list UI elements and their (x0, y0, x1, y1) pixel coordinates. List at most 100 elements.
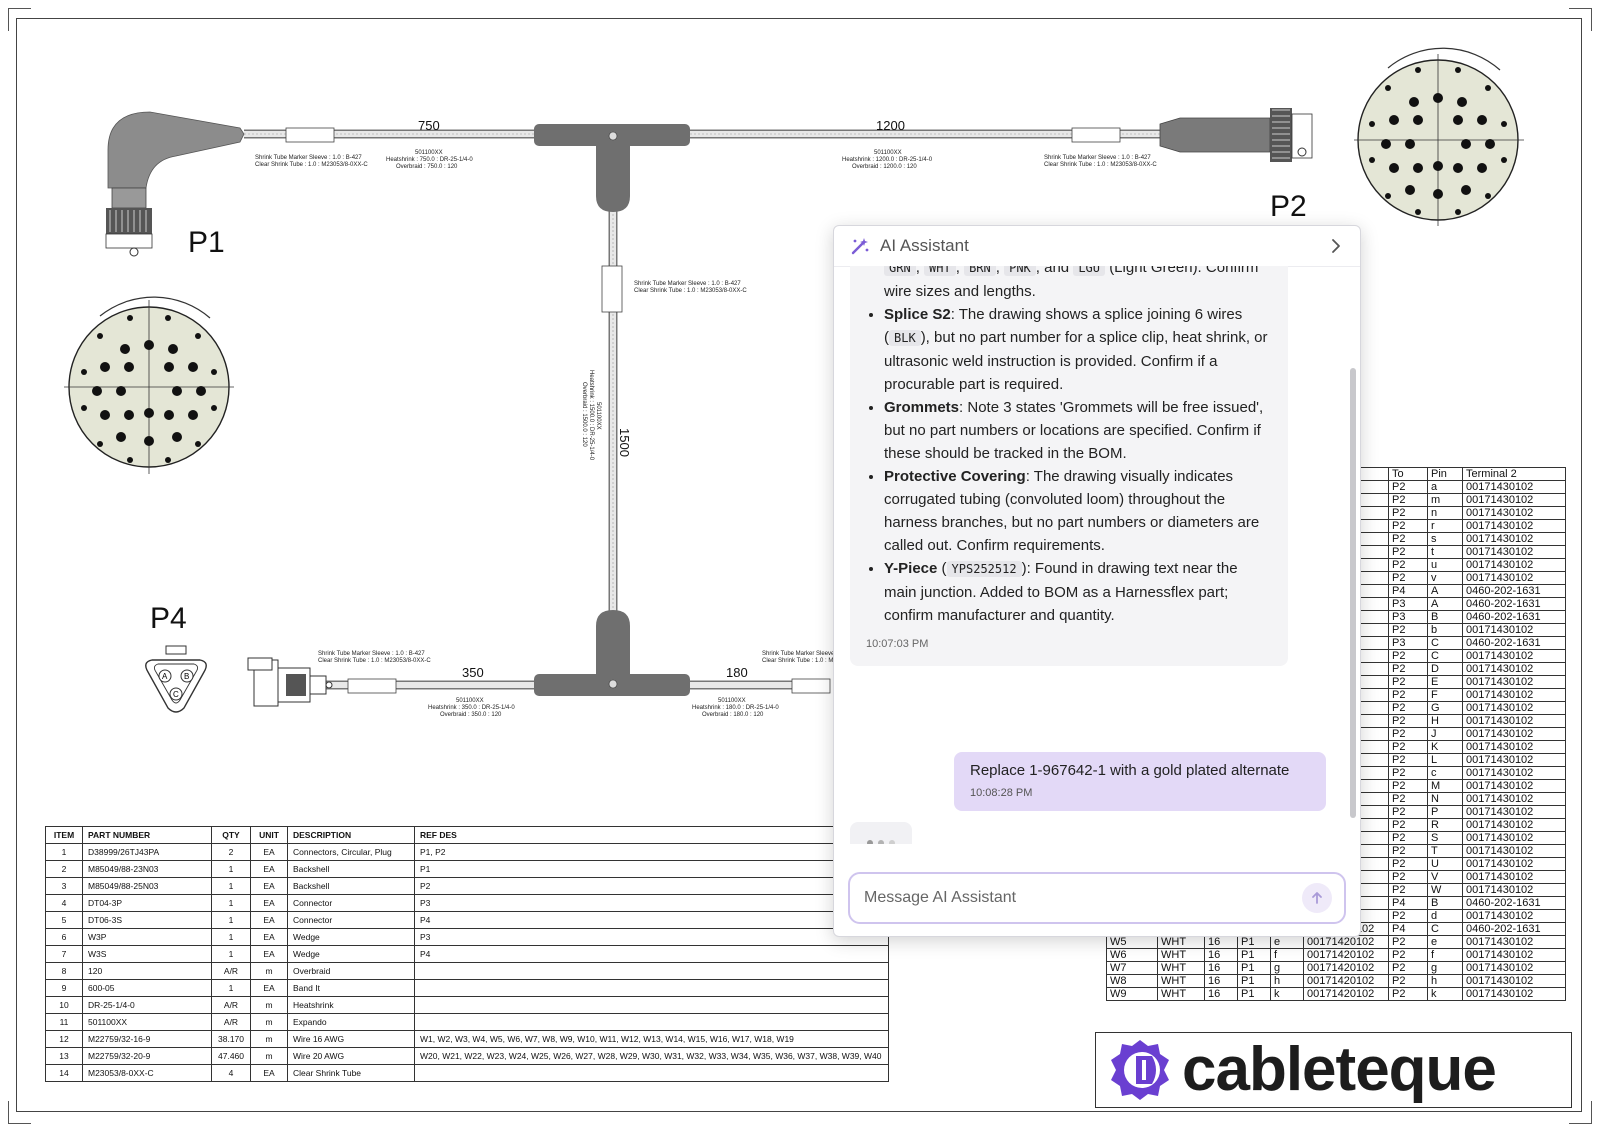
list-separator: , (915, 266, 920, 276)
message-composer (848, 872, 1346, 924)
note-clear-shrink: Clear Shrink Tube : 1.0 : M23053/8-0XX-C (762, 658, 875, 664)
arrow-up-icon (1312, 892, 1322, 904)
note-braid-180: Overbraid : 180.0 : 120 (702, 712, 764, 718)
wire-cell: 00171430102 (1462, 532, 1566, 546)
bom-cell: m (250, 1047, 288, 1065)
conversation-area[interactable]: GRN, WHT, BRN, PNK, and LGU (Light Green… (834, 266, 1360, 844)
message-input[interactable] (862, 888, 1302, 908)
wire-cell: P2 (1388, 935, 1428, 949)
note-braid-1200: Overbraid : 1200.0 : 120 (852, 164, 917, 170)
message-timestamp: 10:07:03 PM (866, 638, 929, 650)
wire-cell: G (1427, 701, 1463, 715)
wire-cell: P2 (1388, 792, 1428, 806)
note-heat-180: Heatshrink : 180.0 : DR-25-1/4-0 (692, 705, 779, 711)
wire-cell: P1 (1237, 948, 1271, 962)
wire-cell: 0460-202-1631 (1462, 896, 1566, 910)
item-title: Y-Piece (884, 560, 938, 577)
ai-assistant-panel: AI Assistant GRN, WHT, BRN, PNK, and LGU… (833, 225, 1361, 937)
bom-cell: 5 (45, 911, 83, 929)
bom-cell: W1, W2, W3, W4, W5, W6, W7, W8, W9, W10,… (414, 1030, 889, 1048)
note-braid-1500: Overbraid : 1500.0 : 120 (581, 382, 587, 447)
bom-cell: Backshell (287, 877, 415, 895)
wire-cell: 00171430102 (1462, 558, 1566, 572)
bom-cell: M23053/8-0XX-C (82, 1064, 212, 1082)
wire-cell: P (1427, 805, 1463, 819)
wire-cell: P2 (1388, 987, 1428, 1001)
wire-cell: P2 (1388, 857, 1428, 871)
dim-1200: 1200 (876, 118, 905, 133)
bom-cell: EA (250, 877, 288, 895)
wire-cell: 00171430102 (1462, 480, 1566, 494)
wire-cell: P2 (1388, 480, 1428, 494)
p1-connector (105, 111, 245, 257)
y-piece-bottom (534, 610, 690, 696)
wire-cell: L (1427, 753, 1463, 767)
wire-cell: 00171430102 (1462, 701, 1566, 715)
bom-cell: Connector (287, 894, 415, 912)
wire-cell: WHT (1157, 987, 1205, 1001)
message-text: (Light Green). Confirm wire sizes and le… (884, 266, 1259, 300)
wire-cell: P2 (1388, 623, 1428, 637)
bom-cell: A/R (211, 1013, 251, 1031)
wire-cell: 16 (1204, 935, 1238, 949)
bom-cell: EA (250, 945, 288, 963)
bom-cell: 1 (211, 979, 251, 997)
note-braid-750: Overbraid : 750.0 : 120 (396, 164, 458, 170)
wire-header: Pin (1427, 467, 1463, 481)
wire-cell: 00171420102 (1303, 974, 1389, 988)
wire-cell: f (1270, 948, 1304, 962)
note-clear-shrink: Clear Shrink Tube : 1.0 : M23053/8-0XX-C (255, 162, 368, 168)
send-button[interactable] (1302, 883, 1332, 913)
wire-cell: 00171430102 (1462, 727, 1566, 741)
wire-cell: P2 (1388, 506, 1428, 520)
corner-mark (1569, 1101, 1592, 1124)
wire-cell: P2 (1388, 870, 1428, 884)
wire-cell: 00171430102 (1462, 870, 1566, 884)
wire-cell: 00171430102 (1462, 714, 1566, 728)
wire-cell: 00171430102 (1462, 519, 1566, 533)
wire-cell: E (1427, 675, 1463, 689)
bom-header: DESCRIPTION (287, 826, 415, 844)
conversation-scrollbar[interactable] (1350, 368, 1356, 818)
wire-cell: A (1427, 584, 1463, 598)
bom-cell: m (250, 996, 288, 1014)
color-code: WHT (924, 266, 956, 276)
list-separator: , (995, 266, 1000, 276)
message-timestamp: 10:08:28 PM (970, 787, 1033, 799)
wire-cell: r (1427, 519, 1463, 533)
bom-cell: M22759/32-16-9 (82, 1030, 212, 1048)
wire-cell: S (1427, 831, 1463, 845)
bom-cell: A/R (211, 996, 251, 1014)
bom-cell: 12 (45, 1030, 83, 1048)
wire-cell: t (1427, 545, 1463, 559)
color-code: BRN (964, 266, 996, 276)
bom-cell (414, 1013, 889, 1031)
wire-cell: 0460-202-1631 (1462, 597, 1566, 611)
wire-cell: P2 (1388, 818, 1428, 832)
bom-cell: P4 (414, 945, 889, 963)
wire-cell: 0460-202-1631 (1462, 922, 1566, 936)
bom-cell: 3 (45, 877, 83, 895)
wire-cell: 00171430102 (1462, 545, 1566, 559)
chevron-right-icon[interactable] (1328, 238, 1344, 254)
logo-mark-icon (1111, 1040, 1169, 1100)
wire-cell: 00171430102 (1462, 662, 1566, 676)
bom-cell: EA (250, 1064, 288, 1082)
wire-cell: F (1427, 688, 1463, 702)
user-message-text: Replace 1-967642-1 with a gold plated al… (970, 762, 1290, 779)
wire-cell: 00171420102 (1303, 935, 1389, 949)
bom-cell: 1 (211, 945, 251, 963)
wire-cell: P2 (1388, 532, 1428, 546)
wire-cell: 00171430102 (1462, 753, 1566, 767)
bom-cell: Wire 20 AWG (287, 1047, 415, 1065)
bom-cell: m (250, 962, 288, 980)
bom-cell: P1, P2 (414, 843, 889, 861)
